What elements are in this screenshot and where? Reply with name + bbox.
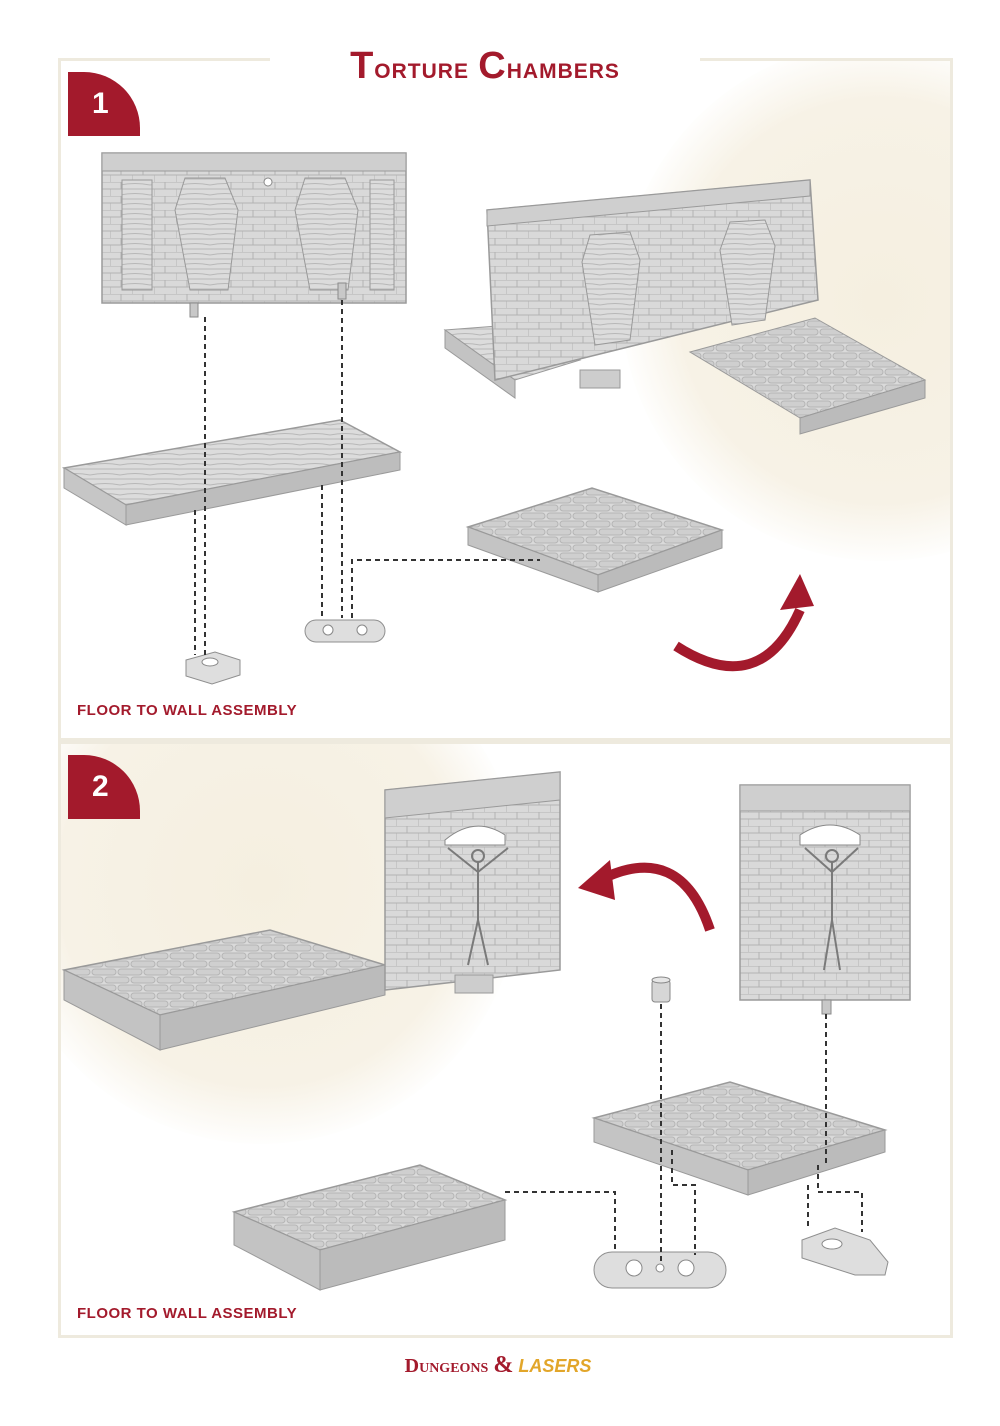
skeleton-icon — [804, 847, 859, 971]
step-2-badge: 2 — [68, 755, 140, 819]
page-title: Torture Chambers — [270, 40, 700, 92]
logo-word-lasers: LASERS — [518, 1356, 592, 1376]
step-2-wall-part — [739, 784, 911, 1015]
logo-word-dungeons: Dungeons — [404, 1355, 489, 1377]
step-1-assembled — [443, 179, 927, 435]
step-2-caption: FLOOR TO WALL ASSEMBLY — [77, 1305, 298, 1322]
step-2-corner-clip — [801, 1227, 889, 1276]
step-2-assembled — [61, 771, 561, 1051]
logo-ampersand: & — [493, 1352, 514, 1378]
step-1-corner-clip — [185, 651, 241, 685]
step-1-plank-floor — [61, 419, 403, 526]
step-2-connector-clip — [593, 1251, 727, 1289]
step-2-cobble-floor — [591, 1081, 888, 1196]
step-1-guide-lines — [194, 300, 540, 655]
step-2-arrow-icon — [578, 860, 715, 932]
step-1-arrow-icon — [673, 574, 814, 672]
step-1-caption: FLOOR TO WALL ASSEMBLY — [77, 702, 298, 719]
step-1-connector-clip — [304, 619, 386, 643]
step-1-cobble-floor — [465, 487, 725, 593]
step-2-guide-lines — [505, 1004, 863, 1262]
step-1-wall-part — [101, 152, 407, 318]
skeleton-icon — [447, 847, 509, 966]
step-2-peg — [651, 976, 671, 1003]
brand-logo: Dungeons & LASERS — [388, 1352, 608, 1380]
step-2-plank-floor — [231, 1164, 508, 1291]
